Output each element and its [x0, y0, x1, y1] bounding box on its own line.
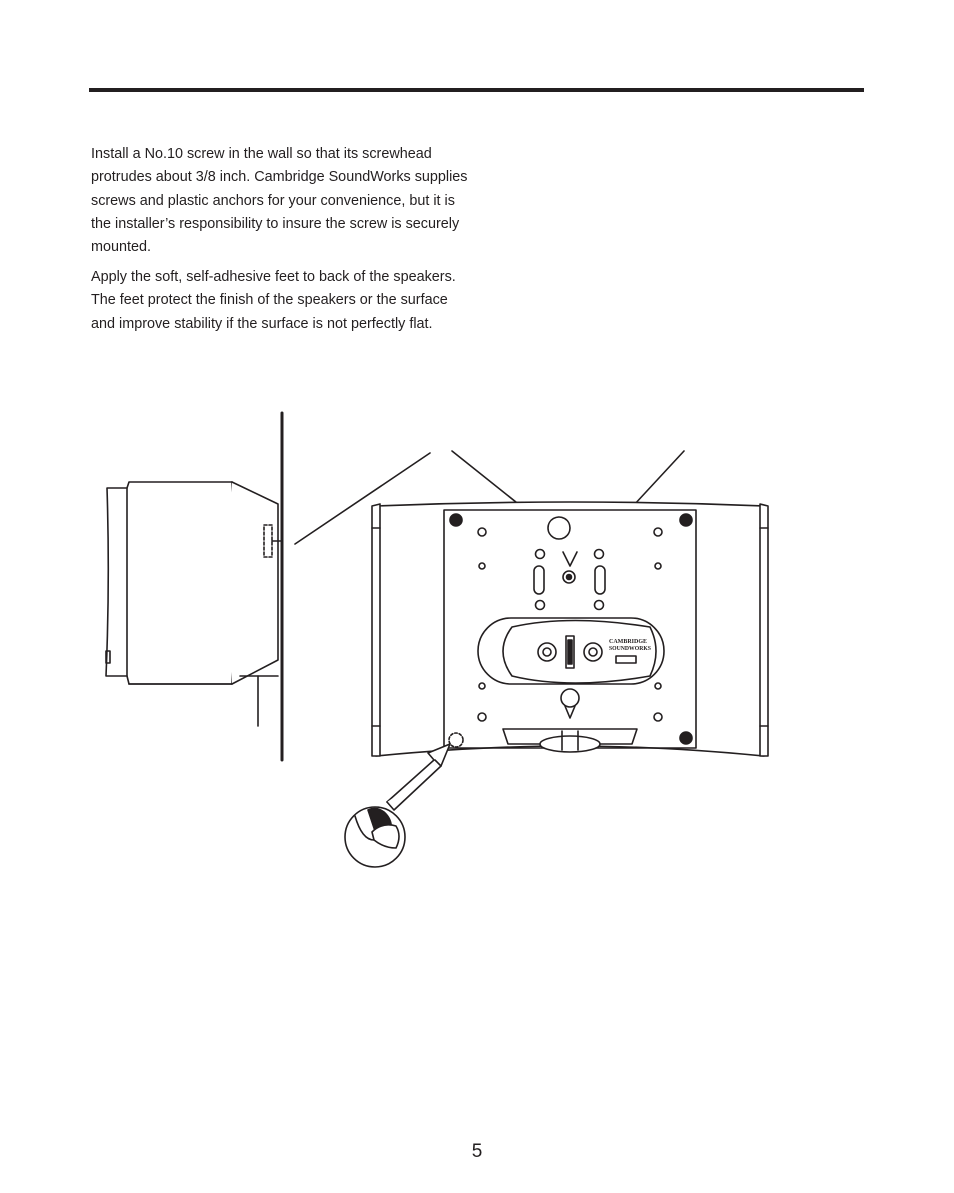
paragraph-install-screw: Install a No.10 screw in the wall so tha…: [91, 146, 468, 256]
mounting-screw: [562, 570, 576, 584]
keyhole-top: [547, 516, 571, 540]
paragraph-apply-feet: Apply the soft, self-adhesive feet to ba…: [91, 269, 456, 332]
header-rule: [89, 88, 864, 92]
speaker-side-view: [105, 481, 283, 727]
brand-logo-line-1: CAMBRIDGE: [609, 638, 647, 645]
arrow-to-foot: [386, 743, 451, 811]
page-number: 5: [471, 1141, 483, 1162]
speaker-rear-view: [371, 501, 769, 757]
mounting-illustration: CAMBRIDGE SOUNDWORKS: [105, 411, 769, 868]
brand-logo-line-2: SOUNDWORKS: [609, 645, 651, 652]
adhesive-foot: [344, 806, 406, 868]
leader-line-side: [294, 452, 431, 545]
